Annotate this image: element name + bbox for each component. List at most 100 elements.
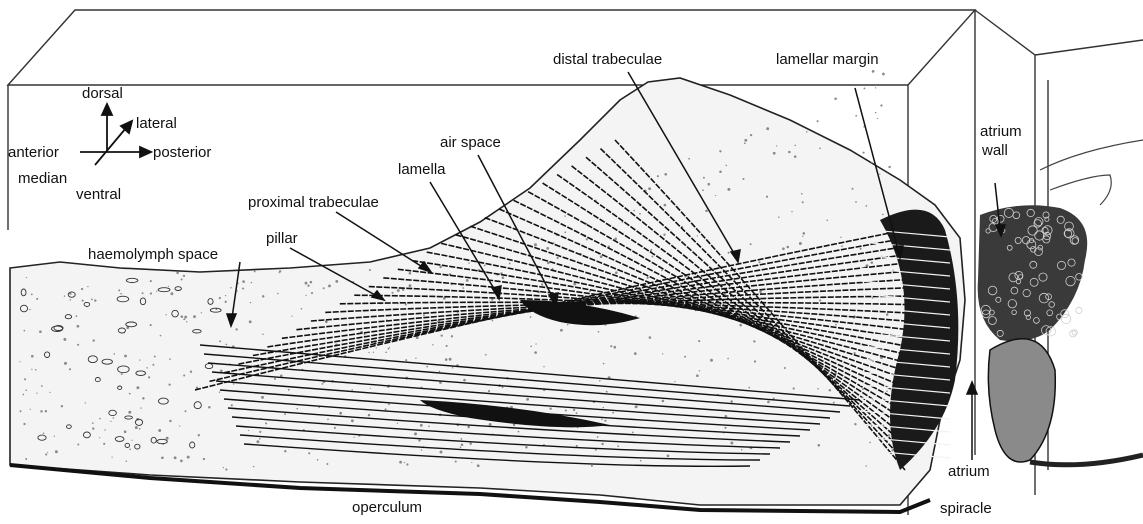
stipple-dot xyxy=(242,287,244,289)
stipple-dot xyxy=(181,278,183,280)
stipple-dot xyxy=(45,453,47,455)
stipple-dot xyxy=(166,437,169,440)
stipple-dot xyxy=(509,262,511,264)
stipple-dot xyxy=(661,270,663,272)
stipple-dot xyxy=(601,443,603,445)
stipple-dot xyxy=(840,237,841,238)
stipple-dot xyxy=(61,405,63,407)
stipple-dot xyxy=(819,299,821,301)
label-pillar: pillar xyxy=(266,230,298,247)
stipple-dot xyxy=(818,444,821,447)
stipple-dot xyxy=(20,410,22,412)
stipple-dot xyxy=(25,458,27,460)
stipple-dot xyxy=(203,458,205,460)
stipple-dot xyxy=(428,425,430,427)
stipple-dot xyxy=(129,393,131,395)
stipple-dot xyxy=(154,356,156,358)
stipple-dot xyxy=(265,422,267,424)
stipple-dot xyxy=(696,374,699,377)
stipple-dot xyxy=(741,449,742,450)
stipple-dot xyxy=(20,361,21,362)
stipple-dot xyxy=(440,451,443,454)
stipple-dot xyxy=(441,334,443,336)
stipple-dot xyxy=(452,367,454,369)
stipple-dot xyxy=(251,282,252,283)
stipple-dot xyxy=(160,335,162,337)
compass-label-ventral: ventral xyxy=(76,186,121,203)
stipple-dot xyxy=(549,408,551,410)
stipple-dot xyxy=(632,432,634,434)
stipple-dot xyxy=(64,295,65,296)
stipple-dot xyxy=(662,400,665,403)
stipple-dot xyxy=(460,446,462,448)
membrane-tissue xyxy=(1040,140,1143,205)
label-haemolymph-space: haemolymph space xyxy=(88,246,218,263)
stipple-dot xyxy=(415,358,416,359)
stipple-dot xyxy=(30,409,31,410)
stipple-dot xyxy=(233,383,235,385)
stipple-dot xyxy=(719,170,722,173)
stipple-dot xyxy=(793,387,795,389)
stipple-dot xyxy=(136,386,139,389)
stipple-dot xyxy=(280,374,283,377)
stipple-dot xyxy=(860,248,862,250)
stipple-dot xyxy=(99,418,101,420)
stipple-dot xyxy=(697,235,698,236)
stipple-dot xyxy=(817,388,819,390)
stipple-dot xyxy=(886,313,889,316)
stipple-dot xyxy=(322,383,324,385)
stipple-dot xyxy=(649,336,652,339)
compass-label-lateral: lateral xyxy=(136,115,177,132)
stipple-dot xyxy=(819,147,821,149)
stipple-dot xyxy=(25,389,27,391)
stipple-dot xyxy=(124,430,127,433)
stipple-dot xyxy=(31,369,32,370)
stipple-dot xyxy=(135,426,138,429)
stipple-dot xyxy=(634,352,637,355)
stipple-dot xyxy=(388,348,390,350)
stipple-dot xyxy=(335,280,338,283)
stipple-dot xyxy=(688,158,690,160)
stipple-dot xyxy=(829,389,831,391)
stipple-dot xyxy=(875,87,876,88)
stipple-dot xyxy=(305,295,306,296)
stipple-dot xyxy=(31,294,33,296)
stipple-dot xyxy=(146,367,147,368)
stipple-dot xyxy=(161,456,164,459)
stipple-dot xyxy=(817,120,819,122)
stipple-dot xyxy=(301,308,303,310)
stipple-dot xyxy=(87,286,88,287)
stipple-dot xyxy=(77,444,79,446)
stipple-dot xyxy=(646,277,648,279)
label-atrium-wall-line2: wall xyxy=(982,142,1008,159)
stipple-dot xyxy=(103,443,105,445)
stipple-dot xyxy=(49,392,50,393)
stipple-dot xyxy=(726,165,728,167)
stipple-dot xyxy=(606,391,608,393)
stipple-dot xyxy=(702,189,704,191)
arrow-right-icon xyxy=(140,147,151,157)
stipple-dot xyxy=(142,292,144,294)
stipple-dot xyxy=(664,204,667,207)
stipple-dot xyxy=(749,387,751,389)
stipple-dot xyxy=(612,412,614,414)
stipple-dot xyxy=(617,445,619,447)
stipple-dot xyxy=(806,131,808,133)
stipple-dot xyxy=(259,431,261,433)
stipple-dot xyxy=(598,331,600,333)
stipple-dot xyxy=(92,427,94,429)
stipple-dot xyxy=(176,272,179,275)
stipple-dot xyxy=(852,188,854,190)
label-lamellar-margin: lamellar margin xyxy=(776,51,879,68)
stipple-dot xyxy=(489,423,492,426)
stipple-dot xyxy=(120,293,122,295)
stipple-dot xyxy=(418,439,420,441)
stipple-dot xyxy=(110,421,111,422)
stipple-dot xyxy=(449,358,452,361)
stipple-dot xyxy=(45,410,47,412)
stipple-dot xyxy=(705,210,708,213)
stipple-dot xyxy=(597,436,599,438)
stipple-dot xyxy=(63,338,66,341)
stipple-dot xyxy=(225,468,227,470)
stipple-dot xyxy=(835,324,837,326)
